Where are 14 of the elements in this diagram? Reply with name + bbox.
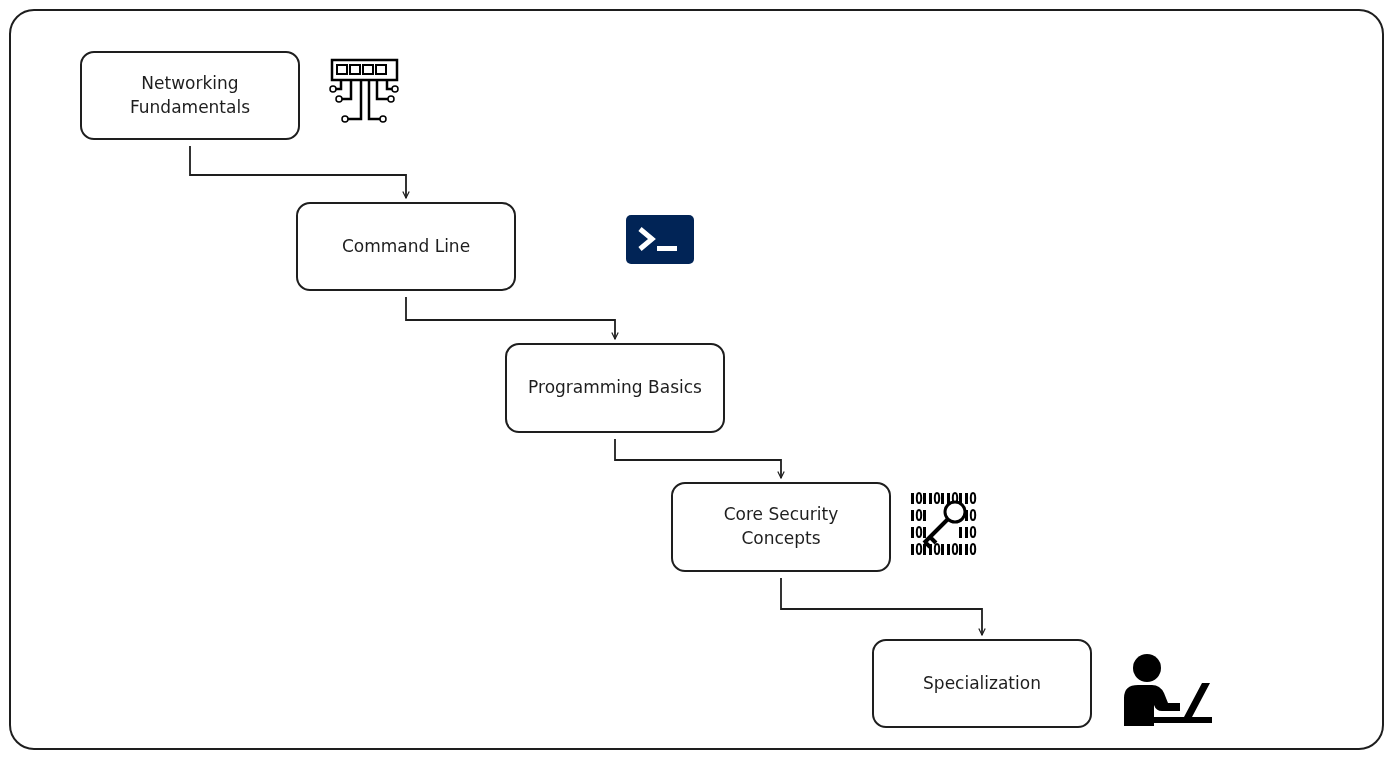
step-box	[671, 482, 891, 572]
step-box	[296, 202, 516, 291]
step-label: Programming Basics	[527, 376, 703, 400]
connector-arrow	[405, 296, 619, 340]
step-label: Specialization	[922, 671, 1042, 695]
connector-arrow	[614, 438, 785, 479]
step-label: Networking Fundamentals	[128, 71, 252, 119]
step-box	[505, 343, 725, 433]
step-box	[872, 639, 1092, 728]
step-box	[80, 51, 300, 140]
step-label: Core Security Concepts	[722, 503, 840, 550]
connector-arrow	[189, 145, 410, 199]
connector-arrow	[780, 577, 986, 636]
step-label: Command Line	[340, 234, 472, 258]
